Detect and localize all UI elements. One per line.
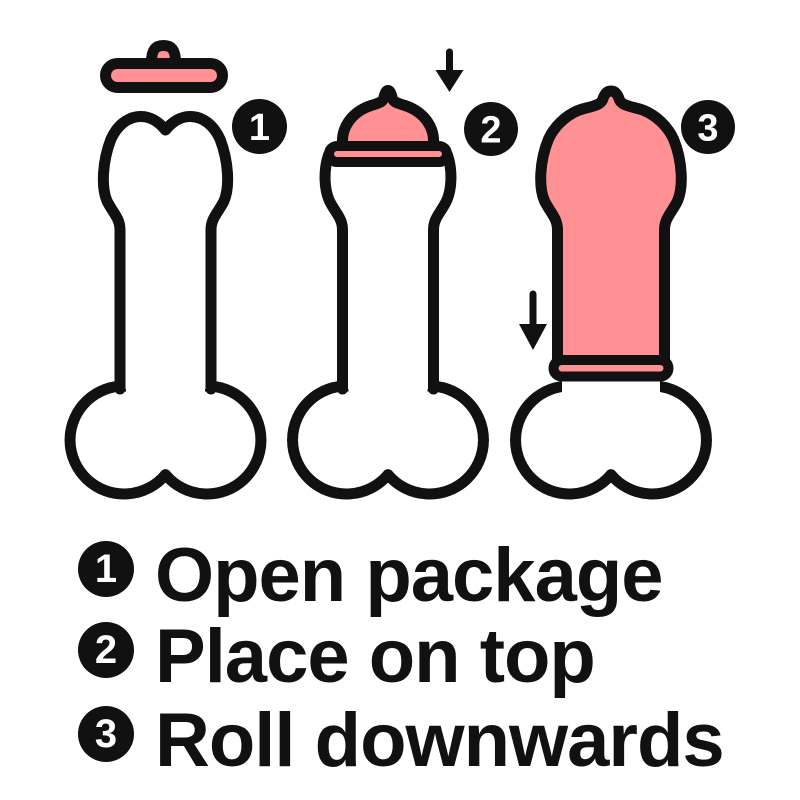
condom-rolled-ring <box>324 141 452 167</box>
step-3-badge-number: 3 <box>697 108 718 150</box>
step-3-caption-number: 3 <box>94 712 118 756</box>
step-2-caption-number: 2 <box>94 628 118 672</box>
step-2-caption: 2 Place on top <box>78 619 596 695</box>
step-3-caption: 3 Roll downwards <box>78 703 725 779</box>
step-2-caption-label: Place on top <box>155 614 596 699</box>
condom-tip <box>337 85 439 158</box>
penis-outline-step2 <box>319 149 457 395</box>
step-1-badge <box>232 99 287 154</box>
step-1-badge-number: 1 <box>249 107 270 149</box>
penis-base-step3 <box>510 380 712 500</box>
condom-reservoir-tip <box>146 40 181 68</box>
fill-patch <box>562 381 660 413</box>
step-3-illustration: 3 <box>510 85 735 500</box>
fill-patch <box>348 384 428 416</box>
step-1-caption-label: Open package <box>155 533 664 618</box>
step-2-badge-number: 2 <box>480 110 501 152</box>
fill-patch <box>126 384 205 416</box>
down-arrow-head <box>435 70 464 92</box>
step-2-illustration: 2 <box>287 48 518 500</box>
step-1-caption: 1 Open package <box>78 538 664 614</box>
penis-outline-step1 <box>97 111 234 395</box>
step-2-caption-badge: 2 <box>78 622 134 678</box>
rolled-condom-package <box>100 58 228 93</box>
down-arrow-head <box>519 324 547 350</box>
step-2-badge <box>464 102 518 156</box>
penis-base-step1 <box>64 380 267 500</box>
step-1-illustration: 1 <box>64 40 287 500</box>
condom-rolled-ring-base <box>548 355 674 382</box>
instruction-illustrations: 1 2 <box>64 40 735 500</box>
step-3-caption-badge: 3 <box>78 706 134 762</box>
step-3-caption-label: Roll downwards <box>155 698 725 783</box>
step-3-badge <box>681 100 735 154</box>
condom-covered-penis <box>535 85 687 374</box>
step-1-caption-badge: 1 <box>78 541 134 597</box>
penis-base-step2 <box>287 380 489 500</box>
step-1-caption-number: 1 <box>94 547 118 591</box>
